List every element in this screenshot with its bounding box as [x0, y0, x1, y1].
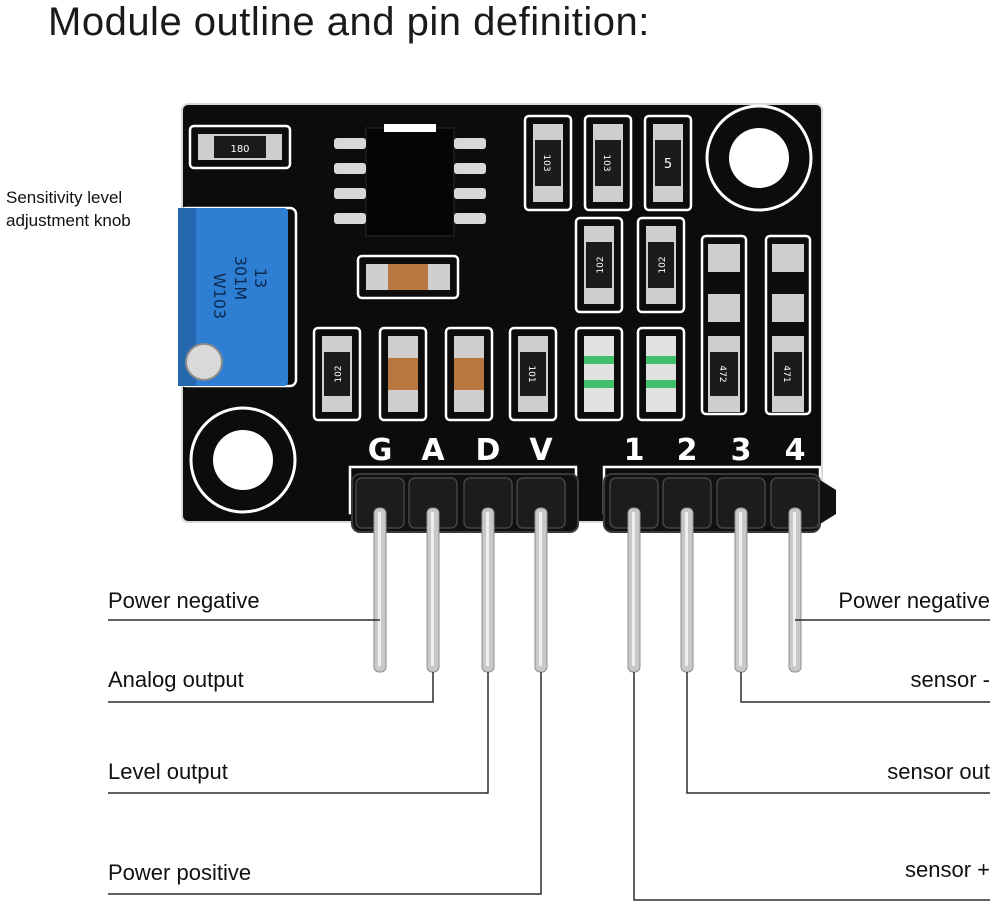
- label-power-negative-right: Power negative: [838, 588, 990, 613]
- leader-line-2: [108, 672, 434, 703]
- resistor-102-c: 102: [312, 326, 362, 422]
- resistor-5: 5: [643, 114, 693, 212]
- resistor-472: 472: [708, 336, 740, 412]
- pot-marking-2: 301M: [231, 256, 250, 300]
- led-a: [574, 326, 624, 422]
- header-label-4: 4: [785, 433, 806, 468]
- resistor-472-code: 472: [717, 365, 727, 382]
- ic-chip: [334, 124, 486, 237]
- resistor-103-a-code: 103: [541, 154, 551, 171]
- diagram-title: Module outline and pin definition:: [48, 0, 650, 44]
- leader-line-8: [633, 672, 990, 901]
- resistor-103-a: 103: [523, 114, 573, 212]
- jumper-pads-left: [700, 234, 748, 416]
- leader-line-4: [108, 672, 542, 895]
- header-pin-V: [516, 477, 566, 673]
- pot-marking-1: 13: [251, 268, 270, 288]
- resistor-101-code: 101: [526, 365, 536, 382]
- resistor-102-b: 102: [636, 216, 686, 314]
- leader-line-6: [740, 672, 990, 703]
- capacitor-a: [378, 326, 428, 422]
- label-level-output: Level output: [108, 759, 228, 784]
- resistor-102-a-code: 102: [596, 256, 606, 273]
- resistor-180-code: 180: [230, 144, 249, 155]
- leader-line-7: [686, 672, 990, 794]
- mount-hole-top-right: [705, 104, 813, 212]
- label-sensor-minus: sensor -: [910, 667, 990, 692]
- adjustment-screw-icon: [185, 343, 223, 381]
- capacitor-horizontal: [356, 254, 460, 300]
- leader-lines: [108, 619, 990, 901]
- header-pins: [351, 473, 836, 673]
- resistor-102-c-code: 102: [334, 365, 344, 382]
- header-label-3: 3: [731, 433, 752, 468]
- label-power-negative-left: Power negative: [108, 588, 260, 613]
- header-label-A: A: [421, 433, 445, 468]
- header-pin-A: [408, 477, 458, 673]
- header-label-V: V: [529, 433, 553, 468]
- resistor-180: 180: [188, 124, 292, 170]
- label-analog-output: Analog output: [108, 667, 244, 692]
- knob-label: Sensitivity level adjustment knob: [6, 186, 131, 232]
- header-pin-D: [463, 477, 513, 673]
- header-label-1: 1: [624, 433, 645, 468]
- knob-label-line-2: adjustment knob: [6, 211, 131, 230]
- mount-hole-bottom-left: [189, 406, 297, 514]
- resistor-101: 101: [508, 326, 558, 422]
- potentiometer: 13 301M W103: [178, 206, 298, 388]
- header-label-D: D: [476, 433, 501, 468]
- knob-label-line-1: Sensitivity level: [6, 188, 123, 207]
- header-pin-4: [770, 477, 820, 673]
- leader-line-3: [108, 672, 489, 794]
- resistor-5-code: 5: [664, 157, 672, 172]
- resistor-102-b-code: 102: [658, 256, 668, 273]
- resistor-102-a: 102: [574, 216, 624, 314]
- resistor-103-b-code: 103: [601, 154, 611, 171]
- header-pin-G: [355, 477, 405, 673]
- jumper-pads-right: [764, 234, 812, 416]
- header-pin-3: [716, 477, 766, 673]
- led-b: [636, 326, 686, 422]
- capacitor-b: [444, 326, 494, 422]
- header-label-G: G: [368, 433, 393, 468]
- label-sensor-out: sensor out: [887, 759, 990, 784]
- resistor-471: 471: [772, 336, 804, 412]
- pcb-board: [182, 104, 822, 522]
- pot-marking-3: W103: [210, 273, 229, 319]
- label-sensor-plus: sensor +: [905, 857, 990, 882]
- resistor-103-b: 103: [583, 114, 633, 212]
- label-power-positive: Power positive: [108, 860, 252, 885]
- header-end-cap: [820, 480, 836, 524]
- header-label-2: 2: [677, 433, 698, 468]
- resistor-471-code: 471: [781, 365, 791, 382]
- header-pin-2: [662, 477, 712, 673]
- header-pin-1: [609, 477, 659, 673]
